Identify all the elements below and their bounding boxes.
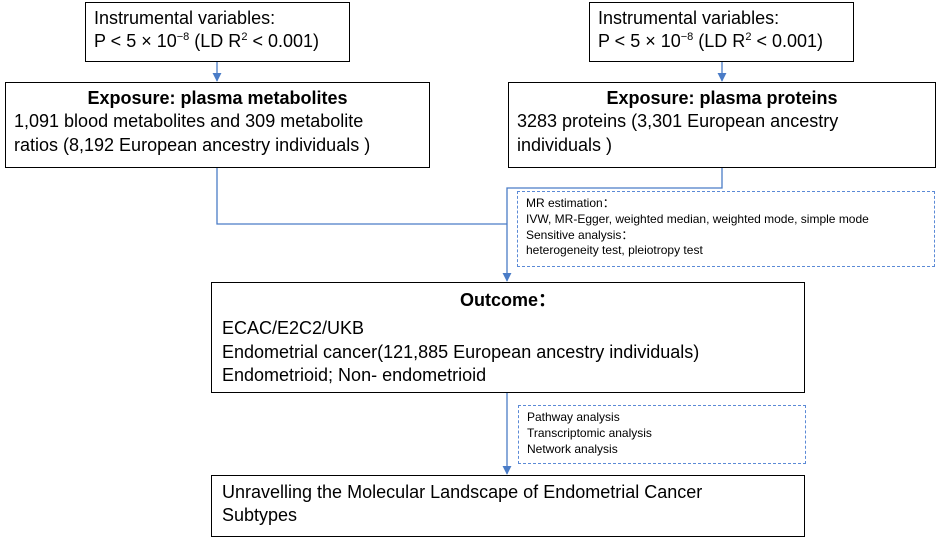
iv-right-line2: P < 5 × 10−8 (LD R2 < 0.001) — [598, 31, 823, 52]
final-goal-line1: Unravelling the Molecular Landscape of E… — [222, 482, 703, 502]
outcome-subtypes: Endometrioid; Non- endometrioid — [222, 365, 487, 386]
exposure-metabolites-box: Exposure: plasma metabolites 1,091 blood… — [5, 82, 430, 168]
exposure-metabolites-line2: ratios (8,192 European ancestry individu… — [14, 134, 371, 155]
mr-estimation-methods: IVW, MR-Egger, weighted median, weighted… — [526, 211, 869, 226]
instrumental-variables-left-box: Instrumental variables: P < 5 × 10−8 (LD… — [85, 2, 350, 62]
outcome-consortia: ECAC/E2C2/UKB — [222, 318, 365, 339]
downstream-analysis-box: Pathway analysis Transcriptomic analysis… — [518, 405, 806, 464]
sensitive-analysis-methods: heterogeneity test, pleiotropy test — [526, 243, 703, 258]
network-analysis: Network analysis — [527, 441, 618, 456]
final-goal-line2: Subtypes — [222, 505, 298, 526]
pathway-analysis: Pathway analysis — [527, 410, 620, 424]
exposure-metabolites-line1: 1,091 blood metabolites and 309 metaboli… — [14, 111, 364, 132]
exposure-proteins-title: Exposure: plasma proteins — [606, 88, 838, 108]
outcome-box: Outcome： ECAC/E2C2/UKB Endometrial cance… — [211, 282, 805, 393]
sensitive-analysis-label: Sensitive analysis： — [526, 227, 634, 242]
connector-proteins-down — [506, 168, 723, 224]
outcome-endometrial-cancer: Endometrial cancer(121,885 European ance… — [222, 341, 700, 362]
exposure-proteins-line2: individuals ) — [517, 134, 613, 155]
outcome-title: Outcome： — [459, 290, 556, 310]
mr-methods-box: MR estimation： IVW, MR-Egger, weighted m… — [517, 191, 935, 267]
connector-metabolites-down — [216, 168, 507, 225]
exposure-proteins-line1: 3283 proteins (3,301 European ancestry — [517, 111, 839, 132]
iv-left-line1: Instrumental variables: — [94, 8, 276, 28]
mr-estimation-label: MR estimation： — [526, 196, 615, 210]
exposure-metabolites-title: Exposure: plasma metabolites — [87, 88, 348, 108]
instrumental-variables-right-box: Instrumental variables: P < 5 × 10−8 (LD… — [589, 2, 854, 62]
final-goal-box: Unravelling the Molecular Landscape of E… — [211, 475, 805, 537]
iv-right-line1: Instrumental variables: — [598, 8, 780, 28]
exposure-proteins-box: Exposure: plasma proteins 3283 proteins … — [508, 82, 936, 168]
transcriptomic-analysis: Transcriptomic analysis — [527, 425, 652, 440]
iv-left-line2: P < 5 × 10−8 (LD R2 < 0.001) — [94, 31, 319, 52]
